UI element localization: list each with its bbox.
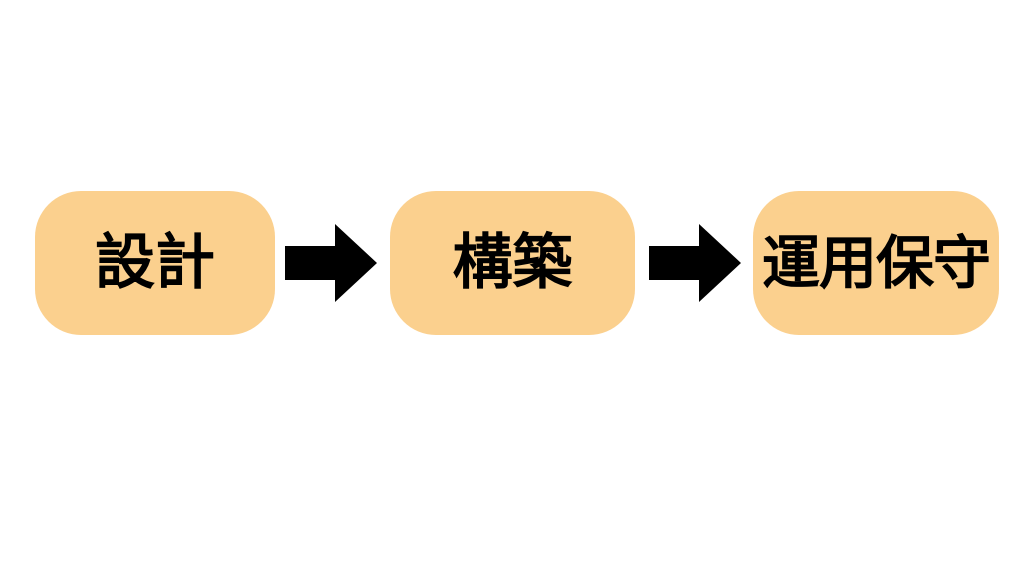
process-node-build[interactable]: 構築 xyxy=(390,191,635,335)
right-arrow-icon xyxy=(285,224,377,302)
process-node-operations-maintenance-label: 運用保守 xyxy=(761,229,991,297)
process-node-design-label: 設計 xyxy=(95,228,215,298)
process-node-design[interactable]: 設計 xyxy=(35,191,275,335)
right-arrow-icon xyxy=(649,224,741,302)
process-node-operations-maintenance[interactable]: 運用保守 xyxy=(753,191,999,335)
process-flow-row: 設計 構築 運用保守 xyxy=(0,191,1024,335)
process-node-build-label: 構築 xyxy=(452,228,573,298)
